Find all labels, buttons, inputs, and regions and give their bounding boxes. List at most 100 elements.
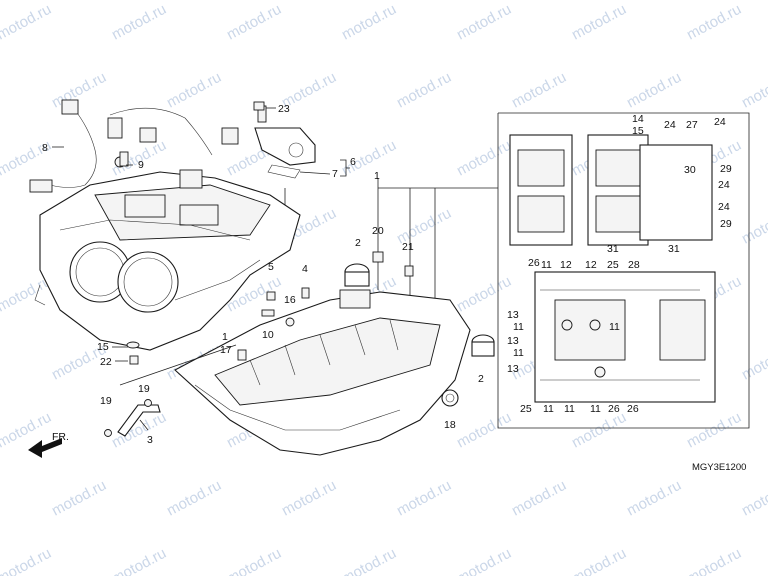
wire-harness — [29, 99, 213, 193]
callout-22: 22 — [100, 356, 112, 368]
watermark-text: motod.ru — [684, 409, 744, 452]
inset-detail — [509, 134, 716, 403]
watermark-text: motod.ru — [0, 1, 54, 44]
watermark-text: motod.ru — [684, 545, 744, 576]
watermark-text: motod.ru — [509, 69, 569, 112]
watermark-text: motod.ru — [569, 409, 629, 452]
callout-19: 19 — [138, 383, 150, 395]
callout-12: 12 — [560, 259, 572, 271]
callout-29: 29 — [720, 218, 732, 230]
watermark-text: motod.ru — [569, 1, 629, 44]
watermark-text: motod.ru — [739, 69, 768, 112]
watermark-text: motod.ru — [454, 1, 514, 44]
upper-crankcase — [34, 169, 301, 351]
callout-11: 11 — [513, 347, 524, 359]
watermark-text: motod.ru — [739, 477, 768, 520]
callout-19: 19 — [100, 395, 112, 407]
callout-30: 30 — [684, 164, 696, 176]
callout-1: 1 — [374, 170, 380, 182]
watermark-text: motod.ru — [624, 69, 684, 112]
callout-23: 23 — [278, 103, 290, 115]
callout-11: 11 — [564, 403, 575, 415]
lower-crankcase — [174, 289, 471, 456]
watermark-text: motod.ru — [624, 477, 684, 520]
callout-29: 29 — [720, 163, 732, 175]
watermark-text: motod.ru — [0, 545, 54, 576]
callout-17: 17 — [220, 344, 232, 356]
watermark-text: motod.ru — [454, 273, 514, 316]
callout-8: 8 — [42, 142, 48, 154]
callout-31: 31 — [607, 243, 619, 255]
callout-11: 11 — [513, 321, 524, 333]
watermark-text: motod.ru — [394, 477, 454, 520]
watermark-text: motod.ru — [509, 477, 569, 520]
callout-26: 26 — [627, 403, 639, 415]
callout-2: 2 — [478, 373, 484, 385]
diagram-code: MGY3E1200 — [692, 462, 746, 473]
watermark-text: motod.ru — [109, 545, 169, 576]
watermark-text: motod.ru — [569, 545, 629, 576]
callout-13: 13 — [507, 309, 519, 321]
callout-25: 25 — [607, 259, 619, 271]
watermark-text: motod.ru — [164, 477, 224, 520]
callout-2: 2 — [355, 237, 361, 249]
callout-6: 6 — [350, 156, 356, 168]
watermark-text: motod.ru — [454, 137, 514, 180]
front-direction-arrow: FR. — [28, 431, 69, 458]
callout-11: 11 — [609, 321, 620, 333]
inset-frame — [497, 112, 750, 429]
callout-26: 26 — [608, 403, 620, 415]
callout-25: 25 — [520, 403, 532, 415]
watermark-text: motod.ru — [454, 409, 514, 452]
callout-11: 11 — [590, 403, 601, 415]
callout-9: 9 — [138, 159, 144, 171]
callout-28: 28 — [628, 259, 640, 271]
callout-26: 26 — [528, 257, 540, 269]
callout-31: 31 — [668, 243, 680, 255]
callout-5: 5 — [268, 261, 274, 273]
watermark-text: motod.ru — [454, 545, 514, 576]
callout-4: 4 — [302, 263, 308, 275]
callout-15: 15 — [632, 125, 644, 137]
callout-24: 24 — [718, 179, 730, 191]
callout-13: 13 — [507, 335, 519, 347]
callout-11: 11 — [541, 259, 552, 271]
oil-pipe — [104, 399, 161, 437]
sensor-assembly — [221, 105, 316, 179]
callout-3: 3 — [147, 434, 153, 446]
callout-21: 21 — [402, 241, 414, 253]
callout-16: 16 — [284, 294, 296, 306]
watermark-text: motod.ru — [279, 477, 339, 520]
watermark-text: motod.ru — [49, 69, 109, 112]
watermark-text: motod.ru — [684, 1, 744, 44]
callout-15: 15 — [97, 341, 109, 353]
callout-24: 24 — [664, 119, 676, 131]
watermark-text: motod.ru — [224, 1, 284, 44]
watermark-text: motod.ru — [164, 69, 224, 112]
watermark-text: motod.ru — [739, 205, 768, 248]
small-parts — [119, 101, 495, 407]
watermark-text: motod.ru — [339, 545, 399, 576]
watermark-text: motod.ru — [739, 341, 768, 384]
callout-24: 24 — [718, 201, 730, 213]
callout-18: 18 — [444, 419, 456, 431]
callout-13: 13 — [507, 363, 519, 375]
callout-14: 14 — [632, 113, 644, 125]
watermark-text: motod.ru — [224, 545, 284, 576]
watermark-text: motod.ru — [339, 137, 399, 180]
leader-lines — [52, 107, 350, 431]
callout-7: 7 — [332, 168, 338, 180]
callout-10: 10 — [262, 329, 274, 341]
watermark-text: motod.ru — [109, 1, 169, 44]
watermark-text: motod.ru — [49, 477, 109, 520]
callout-24: 24 — [714, 116, 726, 128]
callout-12: 12 — [585, 259, 597, 271]
watermark-text: motod.ru — [394, 69, 454, 112]
callout-1: 1 — [222, 331, 228, 343]
watermark-text: motod.ru — [339, 1, 399, 44]
front-marker-label: FR. — [52, 431, 69, 443]
callout-20: 20 — [372, 225, 384, 237]
callout-labels: 1 2 2 3 4 5 6 7 8 9 10 1 15 22 16 17 18 … — [42, 103, 732, 446]
callout-27: 27 — [686, 119, 698, 131]
